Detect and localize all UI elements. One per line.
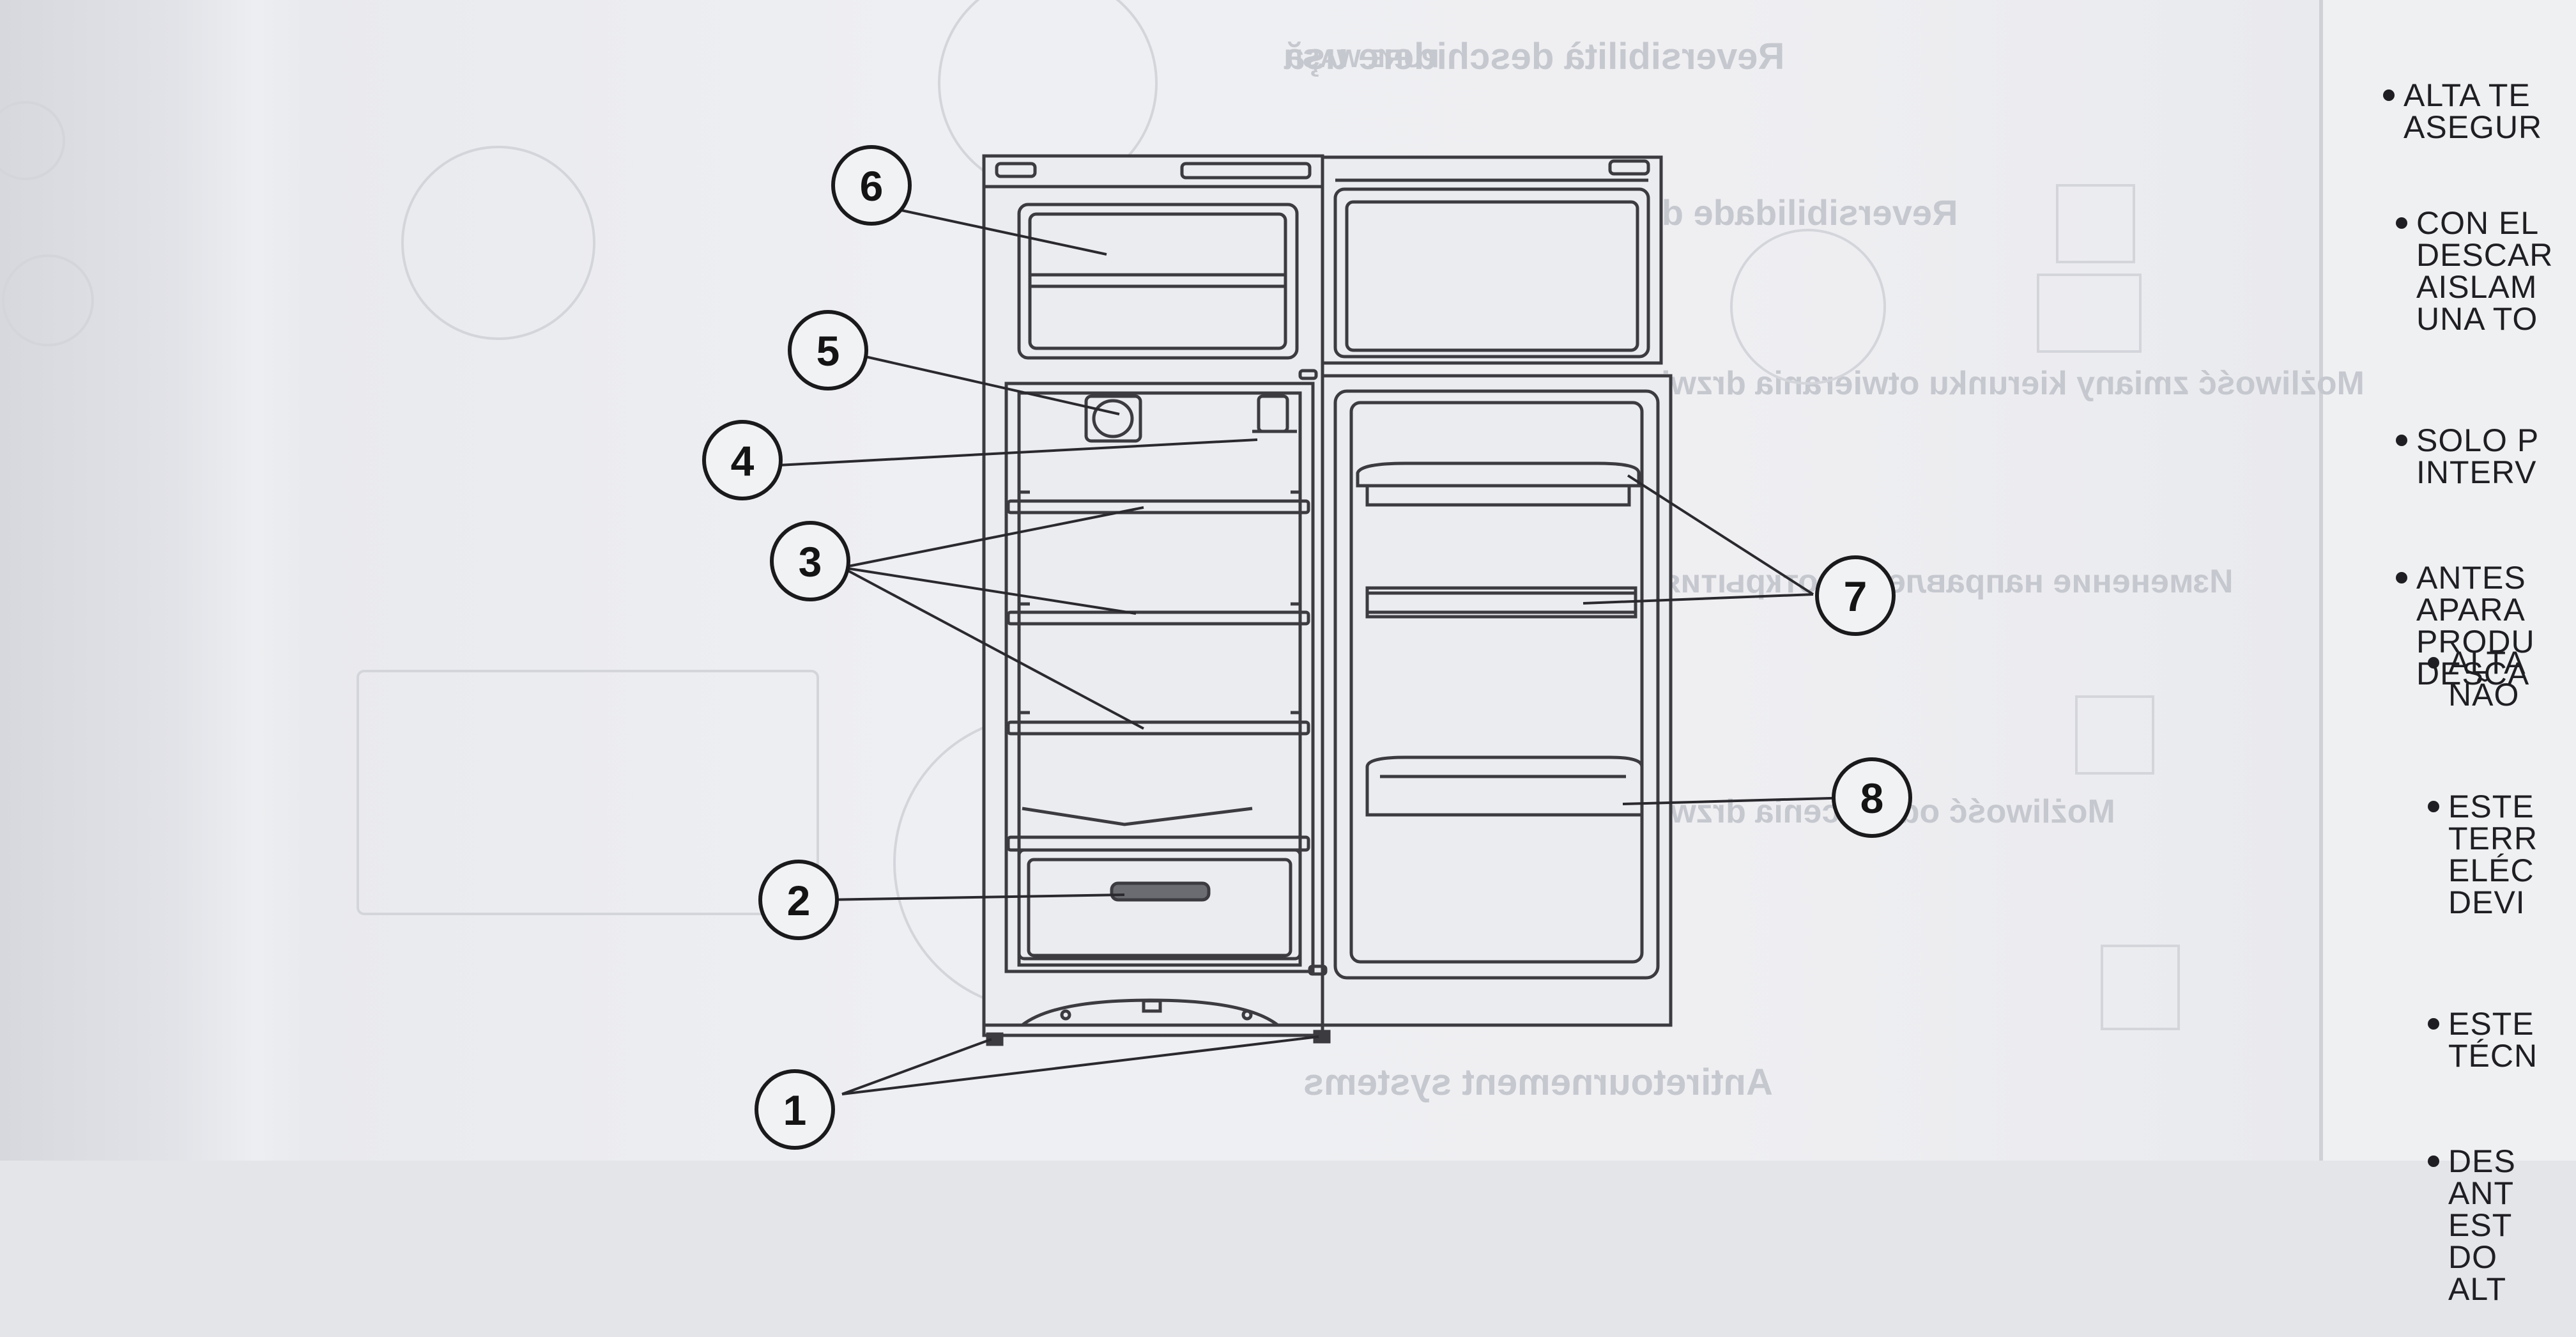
list-item: ANTES APARA PRODU DESCA [2395,562,2553,690]
list-item: DES ANT EST DO ALT [2427,1145,2538,1305]
fridge-body [982,154,1331,1046]
callout-number: 3 [799,538,822,585]
callout-number: 4 [731,437,755,484]
callout-circle [755,1069,835,1150]
list-item: CON EL DESCAR AISLAM UNA TO [2395,207,2553,360]
callout-circle [831,145,912,226]
callout-6: 6 [831,145,912,226]
list-item: ALTA TE ASEGUR [2382,79,2553,143]
callout-1: 1 [755,1069,835,1150]
callout-circle [788,310,868,390]
refrigerator-diagram: 1 2 3 4 5 6 7 8 [0,0,2180,1150]
right-page [2319,0,2576,1161]
list-item: ALTA NÃO [2427,647,2538,727]
list-item: ESTE TÉCN [2427,1008,2538,1081]
right-page-list-top: ALTA TE ASEGUR CON EL DESCAR AISLAM UNA … [2382,15,2553,722]
callout-5: 5 [788,310,868,390]
fridge-doors [1298,155,1673,1027]
right-page-list-bottom: ALTA NÃO ESTE TERR ELÉC DEVI ESTE TÉCN D… [2427,583,2538,1337]
callout-number: 8 [1860,775,1884,822]
callout-2: 2 [758,860,839,940]
callout-number: 2 [787,877,811,924]
callout-number: 1 [783,1086,807,1134]
callout-circle [1815,555,1896,636]
callout-circle [758,860,839,940]
list-item: SOLO P INTERV [2395,424,2553,498]
callout-circle [1832,757,1912,838]
callout-3: 3 [770,521,850,601]
book-gutter [0,0,319,1161]
list-item: ESTE TERR ELÉC DEVI [2427,791,2538,944]
callout-circle [770,521,850,601]
callout-circle [702,420,783,500]
callout-7: 7 [1815,555,1896,636]
leader-lines [778,201,1853,1095]
callout-8: 8 [1832,757,1912,838]
callout-4: 4 [702,420,783,500]
callout-number: 5 [816,327,840,375]
callout-number: 7 [1844,573,1867,620]
callout-number: 6 [860,162,884,210]
